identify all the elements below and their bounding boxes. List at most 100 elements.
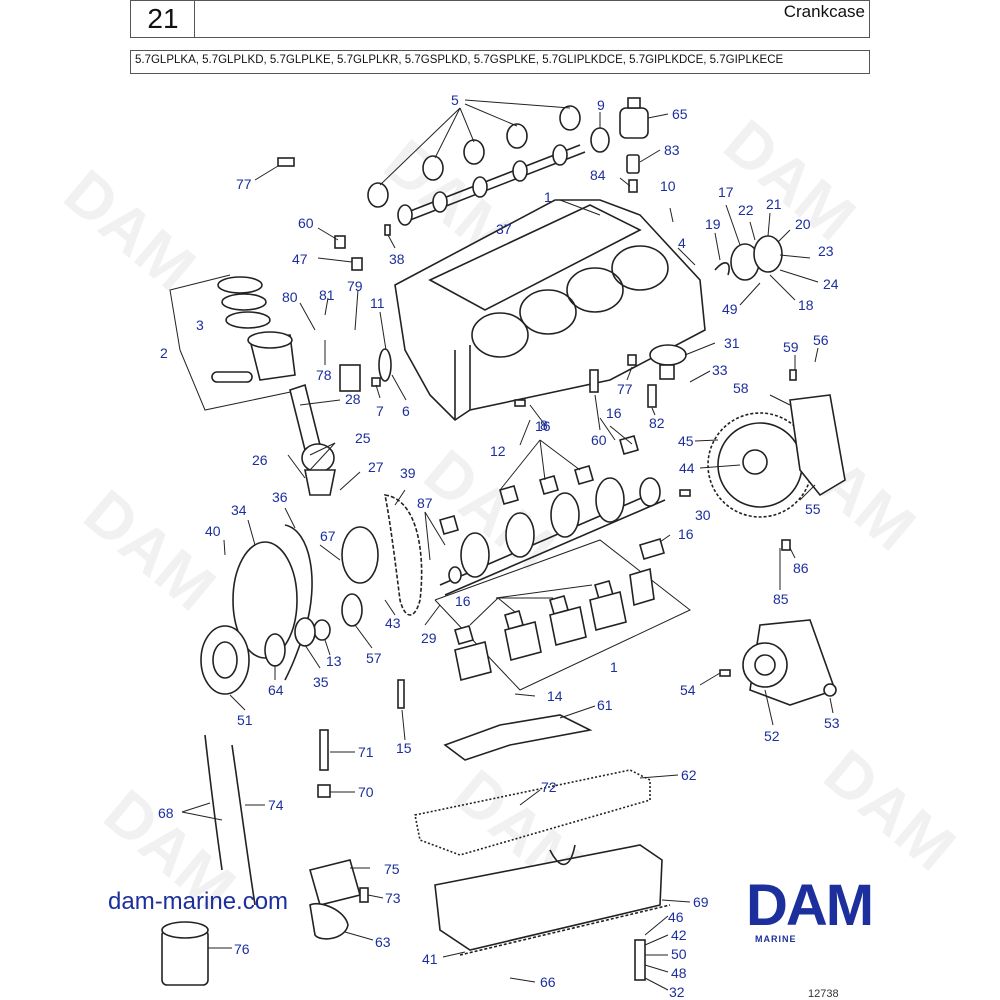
callout-19: 19 [705,216,721,232]
reference-number: 12738 [808,988,839,1000]
callout-38: 38 [389,251,405,267]
callout-86: 86 [793,560,809,576]
website-link[interactable]: dam-marine.com [108,888,289,915]
callout-17: 17 [718,184,734,200]
watermark-text-1: DAM [51,156,209,305]
callout-54: 54 [680,682,696,698]
callout-55: 55 [805,501,821,517]
callout-53: 53 [824,715,840,731]
adapter-plate [742,619,837,706]
model-list: 5.7GLPLKA, 5.7GLPLKD, 5.7GLPLKE, 5.7GLPL… [135,54,784,66]
cam-bearings [367,105,610,208]
logo-subtitle: MARINE [755,934,797,944]
callout-57: 57 [366,650,382,666]
callout-77a: 77 [236,176,252,192]
callout-31: 31 [724,335,740,351]
callout-32: 32 [669,984,685,1000]
callout-33: 33 [712,362,728,378]
callout-42: 42 [671,927,687,943]
title-box: Crankcase [194,0,870,38]
callout-84: 84 [590,167,606,183]
callout-60a: 60 [298,215,314,231]
callout-20: 20 [795,216,811,232]
callout-13: 13 [326,653,342,669]
callout-85: 85 [773,591,789,607]
callout-35: 35 [313,674,329,690]
connecting-rod [289,383,341,496]
callout-43: 43 [385,615,401,631]
callout-21: 21 [766,196,782,212]
callout-49: 49 [722,301,738,317]
crankshaft [439,477,666,596]
callout-63: 63 [375,934,391,950]
callout-58: 58 [733,380,749,396]
callout-11: 11 [370,295,385,311]
callout-7: 7 [376,403,384,419]
watermark-text-9: DAM [811,736,969,885]
callout-50: 50 [671,946,687,962]
callout-15: 15 [396,740,412,756]
callout-34: 34 [231,502,247,518]
callout-62: 62 [681,767,697,783]
leader-lines [181,99,834,991]
flywheel [707,394,846,518]
callout-4: 4 [678,235,686,251]
callout-14: 14 [547,688,563,704]
callout-74: 74 [268,797,284,813]
callout-23: 23 [818,243,834,259]
callout-37: 37 [496,221,512,237]
callout-73: 73 [385,890,401,906]
page-number-box: 21 [130,0,196,38]
callout-61: 61 [597,697,613,713]
callouts: 1 1 2 3 4 5 6 7 8 9 10 11 12 13 14 15 16… [158,92,840,1000]
callout-39: 39 [400,465,416,481]
callout-56: 56 [813,332,829,348]
callout-64: 64 [268,682,284,698]
callout-3: 3 [196,317,204,333]
callout-76: 76 [234,941,250,957]
callout-9: 9 [597,97,605,113]
camshaft [397,144,586,226]
callout-16a: 16 [535,418,551,434]
callout-29: 29 [421,630,437,646]
callout-12: 12 [490,443,506,459]
callout-51: 51 [237,712,253,728]
callout-24: 24 [823,276,839,292]
logo-wordmark: DAM [745,873,874,938]
watermark-text-3: DAM [711,106,869,255]
callout-10: 10 [660,178,676,194]
callout-67: 67 [320,528,336,544]
callout-2: 2 [160,345,168,361]
callout-28: 28 [345,391,361,407]
callout-66: 66 [540,974,556,990]
page-title: Crankcase [783,2,865,21]
callout-16c: 16 [678,526,694,542]
callout-22: 22 [738,202,754,218]
callout-40: 40 [205,523,221,539]
dipstick-assembly [204,729,331,906]
callout-27: 27 [368,459,384,475]
callout-18: 18 [798,297,814,313]
callout-87: 87 [417,495,433,511]
callout-79: 79 [347,278,363,294]
callout-6: 6 [402,403,410,419]
callout-82: 82 [649,415,665,431]
callout-1b: 1 [610,659,618,675]
piston-assembly [169,274,301,411]
callout-25: 25 [355,430,371,446]
callout-78: 78 [316,367,332,383]
callout-5: 5 [451,92,459,108]
oil-pump-drive [649,344,687,380]
models-box: 5.7GLPLKA, 5.7GLPLKD, 5.7GLPLKE, 5.7GLPL… [130,50,870,74]
callout-41: 41 [422,951,438,967]
dam-logo: DAM [718,873,900,948]
callout-8: 8 [540,417,548,433]
page-number: 21 [147,3,179,34]
callout-46: 46 [668,909,684,925]
callout-60b: 60 [591,432,607,448]
callout-30: 30 [695,507,711,523]
timing-components [200,494,423,695]
callout-80: 80 [282,289,298,305]
fasteners [277,157,797,981]
